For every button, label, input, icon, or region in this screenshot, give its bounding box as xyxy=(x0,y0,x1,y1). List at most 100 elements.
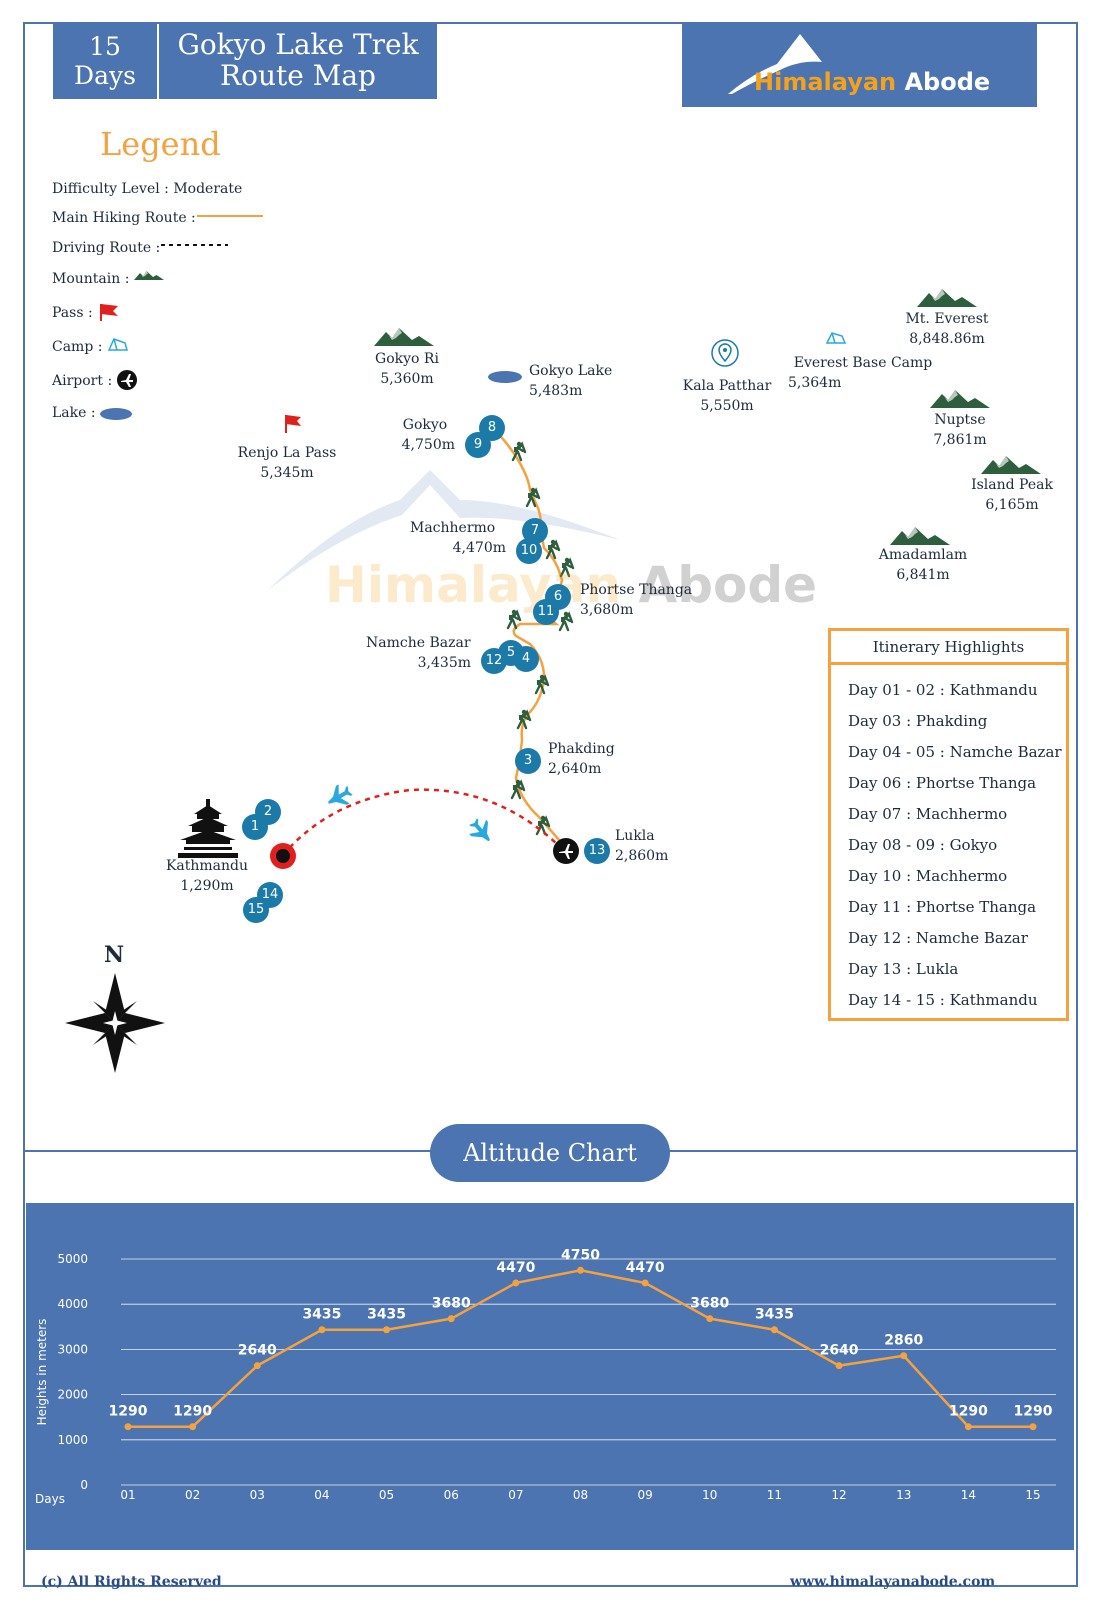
hiker-icon xyxy=(558,610,574,632)
legend-camp: Camp : xyxy=(52,339,102,355)
legend-lake-icon xyxy=(100,408,132,420)
title-line-2: Route Map xyxy=(220,59,376,92)
data-point xyxy=(383,1326,391,1334)
legend-airport-icon xyxy=(117,370,137,390)
brand-name: Himalayan Abode xyxy=(754,68,990,96)
gokyo-ri-label: Gokyo Ri 5,360m xyxy=(362,349,452,389)
data-point xyxy=(964,1423,972,1431)
day-marker-10: 10 xyxy=(516,538,542,564)
watermark-text: Himalayan Abode xyxy=(325,556,817,614)
nuptse-label: Nuptse 7,861m xyxy=(920,410,1000,450)
hiker-icon xyxy=(511,440,527,462)
data-label: 2640 xyxy=(820,1343,859,1359)
footer-line xyxy=(23,1585,39,1587)
data-label: 3680 xyxy=(432,1296,471,1312)
itinerary-item: Day 10 : Machhermo xyxy=(848,867,1008,885)
kathmandu-temple-icon xyxy=(178,799,238,858)
lake-label: Lake : xyxy=(52,405,96,421)
legend-camp-icon xyxy=(107,338,128,351)
gokyo-lake-alt: 5,483m xyxy=(529,383,583,399)
altitude-chart-title: Altitude Chart xyxy=(430,1124,670,1182)
data-label: 3435 xyxy=(302,1307,341,1323)
x-tick-label: 08 xyxy=(573,1488,588,1502)
kala-patthar-alt: 5,550m xyxy=(700,398,754,414)
itinerary-item: Day 11 : Phortse Thanga xyxy=(848,898,1037,916)
gokyo-ri-alt: 5,360m xyxy=(380,371,434,387)
day-marker-11: 11 xyxy=(533,599,559,625)
data-label: 3435 xyxy=(755,1307,794,1323)
brand-logo-box: Himalayan Abode xyxy=(682,24,1037,107)
day-marker-3: 3 xyxy=(515,748,541,774)
data-point xyxy=(900,1352,908,1360)
data-label: 4750 xyxy=(561,1247,600,1263)
x-tick-label: 02 xyxy=(185,1488,200,1502)
compass-icon xyxy=(65,973,165,1073)
namche-bazar-label: Namche Bazar 3,435m xyxy=(366,633,471,673)
itinerary-item: Day 12 : Namche Bazar xyxy=(848,929,1028,947)
island-peak-label: Island Peak 6,165m xyxy=(967,475,1057,515)
itinerary-title: Itinerary Highlights xyxy=(831,631,1066,665)
data-label: 4470 xyxy=(626,1260,665,1276)
footer-website[interactable]: www.himalayanabode.com xyxy=(790,1574,996,1590)
hiker-icon xyxy=(534,673,550,695)
itinerary-item: Day 08 - 09 : Gokyo xyxy=(848,836,998,854)
x-axis-label: Days xyxy=(35,1492,65,1506)
phortse-thanga-alt: 3,680m xyxy=(580,602,634,618)
nuptse-alt: 7,861m xyxy=(933,432,987,448)
pass-label: Pass : xyxy=(52,305,93,321)
footer-line xyxy=(990,1585,1076,1587)
x-tick-label: 05 xyxy=(379,1488,394,1502)
airport-label: Airport : xyxy=(52,373,113,389)
x-tick-label: 06 xyxy=(444,1488,459,1502)
x-tick-label: 03 xyxy=(250,1488,265,1502)
x-tick-label: 14 xyxy=(961,1488,976,1502)
x-tick-label: 07 xyxy=(508,1488,523,1502)
days-label: Days xyxy=(74,61,136,90)
data-point xyxy=(1029,1423,1037,1431)
y-tick-label: 3000 xyxy=(57,1342,88,1356)
legend-lake: Lake : xyxy=(52,405,96,421)
itinerary-item: Day 07 : Machhermo xyxy=(848,805,1008,823)
data-label: 3680 xyxy=(690,1296,729,1312)
nuptse-mountain-icon xyxy=(930,390,990,408)
day-marker-15: 15 xyxy=(243,897,269,923)
amadamlam-alt: 6,841m xyxy=(896,567,950,583)
data-point xyxy=(706,1315,714,1323)
everest-base-camp-alt: 5,364m xyxy=(788,375,842,391)
data-point xyxy=(835,1362,843,1370)
day-marker-2: 2 xyxy=(255,799,281,825)
namche-bazar-alt: 3,435m xyxy=(417,655,471,671)
itinerary-box: Itinerary Highlights Day 01 - 02 : Kathm… xyxy=(828,628,1069,1021)
data-label: 1290 xyxy=(1014,1404,1053,1420)
watermark-part-2: Abode xyxy=(638,556,818,614)
main-hiking-route xyxy=(489,424,567,849)
data-label: 1290 xyxy=(173,1404,212,1420)
x-tick-label: 09 xyxy=(638,1488,653,1502)
island-peak-name: Island Peak xyxy=(971,477,1053,493)
data-label: 4470 xyxy=(496,1260,535,1276)
data-point xyxy=(318,1326,326,1334)
days-badge: 15 Days xyxy=(53,24,157,99)
machhermo-name: Machhermo xyxy=(410,520,496,536)
brand-part-2: Abode xyxy=(904,68,991,96)
data-point xyxy=(641,1279,649,1287)
amadamlam-label: Amadamlam 6,841m xyxy=(873,545,973,585)
legend-driving-route: Driving Route : xyxy=(52,240,160,256)
legend-pass: Pass : xyxy=(52,305,93,321)
island-peak-alt: 6,165m xyxy=(985,497,1039,513)
watermark xyxy=(268,470,620,590)
data-point xyxy=(124,1423,132,1431)
itinerary-item: Day 13 : Lukla xyxy=(848,960,959,978)
renjo-la-pass-name: Renjo La Pass xyxy=(237,445,337,461)
flight-route xyxy=(282,788,566,856)
data-point xyxy=(253,1362,261,1370)
y-axis-label: Heights in meters xyxy=(35,1319,49,1426)
footer-copyright: (c) All Rights Reserved xyxy=(41,1574,222,1590)
data-point xyxy=(189,1423,197,1431)
y-tick-label: 4000 xyxy=(57,1297,88,1311)
machhermo-label: Machhermo 4,470m xyxy=(410,518,506,558)
mountain-label: Mountain : xyxy=(52,271,130,287)
kala-patthar-pin-icon xyxy=(711,339,739,367)
gokyo-ri-name: Gokyo Ri xyxy=(375,351,439,367)
